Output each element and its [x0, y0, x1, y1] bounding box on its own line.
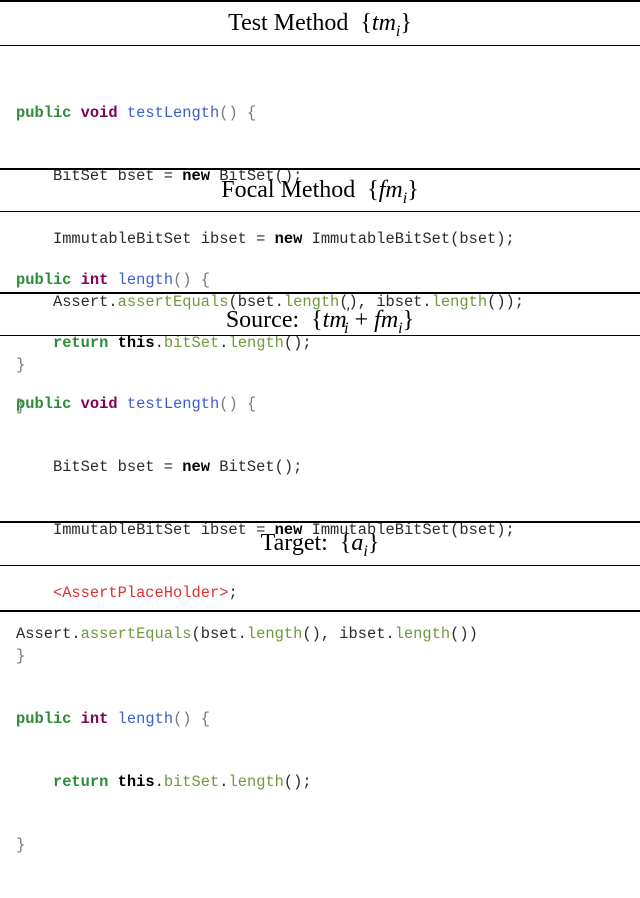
test-method-code: public void testLength() { BitSet bset =… — [16, 61, 524, 418]
test-method-rule — [0, 45, 640, 46]
source-title: Source: — [225, 307, 300, 333]
code-line: Assert.assertEquals(bset.length(), ibset… — [52, 293, 525, 311]
source-bottom-rule — [0, 521, 640, 523]
focal-method-symbol: fm — [378, 177, 403, 203]
test-method-bottom-rule — [0, 168, 640, 170]
test-method-header: Test Method {tmi} — [228, 10, 412, 40]
target-symbol: a — [351, 530, 364, 556]
code-line: return this.bitSet.length(); — [52, 773, 312, 791]
focal-method-bottom-rule — [0, 292, 640, 294]
target-title: Target: — [260, 530, 328, 556]
code-line: public int length() { — [16, 271, 211, 289]
code-line: Assert.assertEquals(bset.length(), ibset… — [16, 625, 478, 643]
code-line: } — [16, 836, 26, 854]
code-line: BitSet bset = new BitSet(); — [52, 167, 303, 185]
code-line: ImmutableBitSet ibset = new ImmutableBit… — [52, 230, 515, 248]
code-line: <AssertPlaceHolder>; — [52, 584, 238, 602]
target-code: Assert.assertEquals(bset.length(), ibset… — [16, 582, 478, 687]
source-rule — [0, 335, 640, 336]
focal-method-rule — [0, 211, 640, 212]
assert-placeholder: <AssertPlaceHolder> — [52, 584, 229, 602]
code-line: ImmutableBitSet ibset = new ImmutableBit… — [52, 521, 515, 539]
source-header: Source: {tm′i + fmi} — [225, 305, 415, 337]
focal-method-title: Focal Method — [221, 177, 356, 203]
bottom-rule — [0, 610, 640, 612]
test-method-title: Test Method — [228, 10, 349, 36]
code-line: return this.bitSet.length(); — [52, 334, 312, 352]
code-line: } — [16, 356, 26, 374]
code-line: BitSet bset = new BitSet(); — [52, 458, 303, 476]
code-line: public int length() { — [16, 710, 211, 728]
test-method-subscript: i — [395, 22, 401, 40]
focal-method-header: Focal Method {fmi} — [221, 177, 419, 207]
target-header: Target: {ai} — [260, 530, 380, 560]
target-subscript: i — [363, 542, 368, 560]
code-line: public void testLength() { — [16, 104, 257, 122]
code-figure: Test Method {tmi} public void testLength… — [0, 0, 640, 854]
test-method-symbol: tm — [371, 10, 396, 36]
focal-method-code: public int length() { return this.bitSet… — [16, 228, 312, 459]
top-rule — [0, 0, 640, 2]
code-line: public void testLength() { — [16, 395, 257, 413]
focal-method-subscript: i — [402, 189, 408, 207]
code-line: } — [16, 397, 26, 415]
target-rule — [0, 565, 640, 566]
